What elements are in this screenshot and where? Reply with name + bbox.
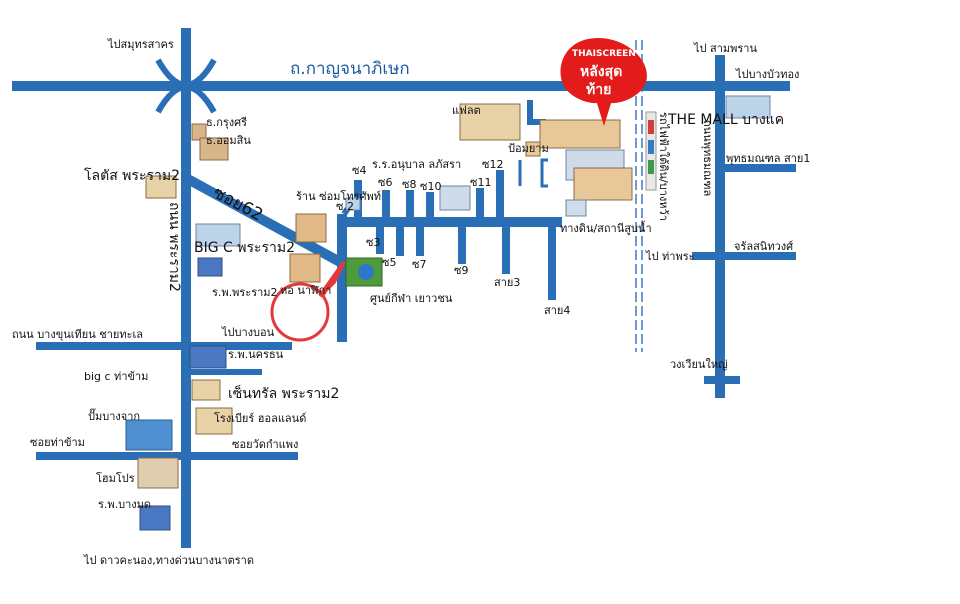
label-sport-center: ศูนย์กีฬา เยาวชน bbox=[370, 292, 453, 305]
label-phra-ram2: ถนน พระราม2 bbox=[166, 202, 182, 292]
label-hosp-bang-mod: ร.พ.บางมด bbox=[98, 498, 151, 511]
road-flat-bracket bbox=[518, 158, 548, 188]
label-kanchanaphisek: ถ.กาญจนาภิเษก bbox=[290, 59, 410, 79]
label-omsin: ธ.ออมสิน bbox=[206, 134, 251, 147]
label-soi11: ซ11 bbox=[470, 176, 491, 189]
label-central-rama2: เซ็นทรัล พระราม2 bbox=[228, 384, 339, 402]
label-brewery: โรงเบียร์ ฮอลแลนด์ bbox=[214, 411, 306, 425]
label-soi62: ซอย62 bbox=[210, 183, 266, 226]
interchange bbox=[155, 58, 217, 114]
label-computer-shop: ร้าน ซ่อมโทรศัพท์ bbox=[296, 189, 381, 203]
label-bigc-tha-kham: big c ท่าข้าม bbox=[84, 370, 148, 383]
label-phutthamonthon: ถนนพุทธมณฑล bbox=[701, 120, 714, 196]
label-to-sam-phran: ไป สามพราน bbox=[693, 42, 757, 55]
label-the-mall: THE MALL บางแค bbox=[667, 112, 784, 128]
label-to-dao-khanong: ไป ดาวคะนอง,ทางด่วนบางนาตราด bbox=[83, 554, 254, 567]
label-bigc-rama2: BIG C พระราม2 bbox=[194, 240, 295, 256]
pin-line2: ท้าย bbox=[586, 82, 611, 98]
label-soi-wat-kamphaeng: ซอยวัดกำแพง bbox=[232, 438, 298, 451]
label-soi2: ซ.2 bbox=[336, 200, 354, 213]
label-hosp-nakhon: ร.พ.นครธน bbox=[228, 348, 284, 361]
pin-shape bbox=[560, 38, 647, 126]
label-sai3: สาย3 bbox=[494, 276, 520, 289]
label-hor-nalika: หอ นาฬิกา bbox=[280, 284, 331, 297]
label-bang-khun-thian: ถนน บางขุนเทียน ชายทะเล bbox=[12, 328, 143, 341]
label-sai4: สาย4 bbox=[544, 304, 570, 317]
label-soi10: ซ10 bbox=[420, 180, 441, 193]
label-krungsri: ธ.กรุงศรี bbox=[206, 116, 247, 129]
location-pin[interactable]: THAISCREEN หลังสุด ท้าย bbox=[560, 38, 647, 126]
label-soi12: ซ12 bbox=[482, 158, 503, 171]
pin-line1: หลังสุด bbox=[580, 64, 622, 80]
label-water-gate: ทางดิน/สถานีสูบน้ำ bbox=[560, 220, 652, 235]
label-soi9: ซ9 bbox=[454, 264, 468, 277]
label-pom-yam: ป้อมยาม bbox=[508, 142, 549, 155]
label-soi-tha-kham: ซอยท่าข้าม bbox=[30, 436, 85, 449]
label-soi8: ซ8 bbox=[402, 178, 416, 191]
label-to-tha-phra: ไป ท่าพระ bbox=[645, 250, 695, 263]
label-wong-wian-yai: วงเวียนใหญ่ bbox=[670, 358, 727, 371]
label-lotus: โลตัส พระราม2 bbox=[84, 167, 180, 184]
pointer-arrow bbox=[318, 260, 346, 298]
label-to-bang-bon: ไปบางบอน bbox=[221, 326, 275, 339]
label-flats: แฟลต bbox=[452, 104, 481, 117]
label-to-samut-sakhon: ไปสมุทรสาคร bbox=[107, 38, 174, 51]
label-sai1: พุทธมณฑล สาย1 bbox=[726, 152, 810, 165]
label-bts: รถไฟฟ้าใต้ดิน/บางหว้า bbox=[657, 112, 670, 221]
label-school: ร.ร.อนุบาล ลภัสรา bbox=[372, 158, 461, 171]
building-icons bbox=[125, 95, 771, 531]
clock-tower-marker bbox=[270, 282, 330, 342]
pin-brand: THAISCREEN bbox=[572, 49, 636, 59]
road-flat-access bbox=[527, 100, 546, 125]
label-gas-bang-chak: ปั๊มบางจาก bbox=[88, 408, 140, 423]
label-soi3: ซ3 bbox=[366, 236, 380, 249]
road-soi62 bbox=[183, 173, 343, 267]
label-homepro: โฮมโปร bbox=[96, 471, 135, 485]
label-soi5: ซ5 bbox=[382, 256, 396, 269]
label-to-bang-bua-thong: ไปบางบัวทอง bbox=[735, 68, 799, 81]
label-hosp-rama2: ร.พ.พระราม2 bbox=[212, 286, 278, 299]
label-soi6: ซ6 bbox=[378, 176, 392, 189]
label-soi4: ซ4 bbox=[352, 164, 366, 177]
label-soi7: ซ7 bbox=[412, 258, 426, 271]
label-jarun: จรัลสนิทวงศ์ bbox=[734, 240, 793, 253]
